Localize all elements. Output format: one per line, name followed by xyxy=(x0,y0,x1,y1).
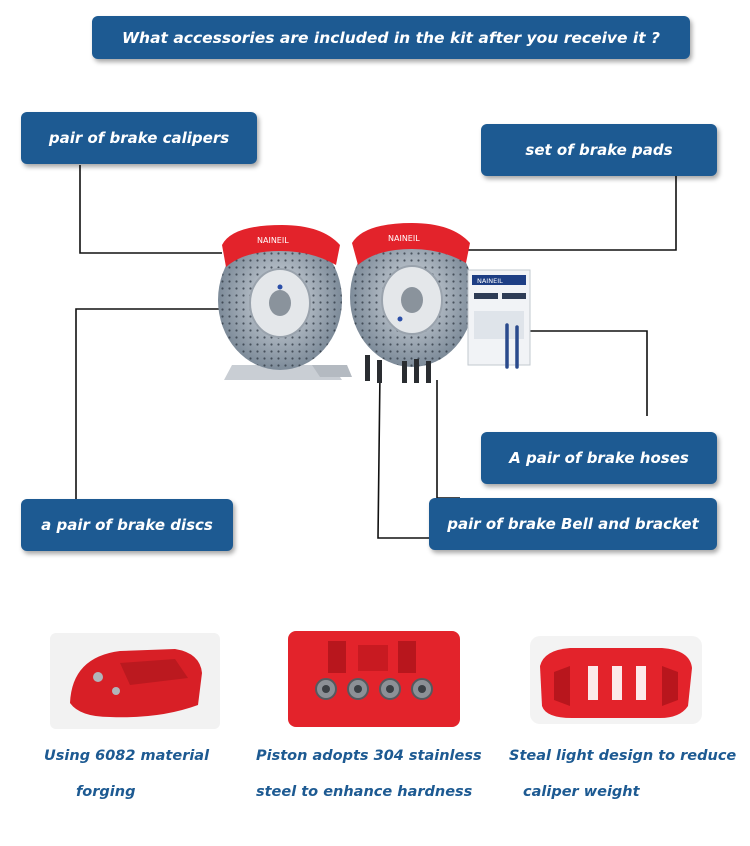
caliper-piston-photo-icon xyxy=(288,631,460,727)
feature-light-design: Steal light design to reduce caliper wei… xyxy=(509,738,739,810)
feature-piston: Piston adopts 304 stainless steel to enh… xyxy=(256,738,486,810)
right-caliper-icon: NAINEIL xyxy=(352,223,470,265)
feature-light-line2: caliper weight xyxy=(523,784,640,800)
left-disc-icon xyxy=(218,230,342,370)
brake-hoses-icon xyxy=(505,323,519,369)
caliper-forging-photo-icon xyxy=(50,633,220,729)
connector-discs xyxy=(75,308,222,500)
connector-calipers xyxy=(79,165,222,254)
right-caliper-brand: NAINEIL xyxy=(388,234,420,243)
left-caliper-icon: NAINEIL xyxy=(222,225,340,267)
brake-kit-image: NAINEIL NAINEIL NAINEIL xyxy=(218,223,531,383)
caliper-light-design-photo-icon xyxy=(530,636,702,724)
page-title: What accessories are included in the kit… xyxy=(92,16,690,59)
bracket-icon xyxy=(224,365,352,380)
pad-box-brand: NAINEIL xyxy=(477,277,503,285)
connector-bell-right xyxy=(436,380,460,499)
label-brake-pads: set of brake pads xyxy=(481,124,717,176)
label-bell-bracket: pair of brake Bell and bracket xyxy=(429,498,717,550)
connector-bell-left xyxy=(377,371,429,539)
label-brake-calipers: pair of brake calipers xyxy=(21,112,257,164)
feature-forging-line2: forging xyxy=(76,784,136,800)
label-brake-hoses: A pair of brake hoses xyxy=(481,432,717,484)
left-caliper-brand: NAINEIL xyxy=(257,236,289,245)
feature-forging: Using 6082 material forging xyxy=(44,738,274,810)
bolts-icon xyxy=(365,355,431,383)
brake-pad-box-icon: NAINEIL xyxy=(467,269,531,366)
feature-light-line1: Steal light design to reduce xyxy=(509,748,737,764)
feature-piston-line2: steel to enhance hardness xyxy=(256,784,473,800)
right-disc-icon xyxy=(350,227,474,367)
label-brake-discs: a pair of brake discs xyxy=(21,499,233,551)
feature-forging-line1: Using 6082 material xyxy=(44,748,210,764)
feature-piston-line1: Piston adopts 304 stainless xyxy=(256,748,482,764)
